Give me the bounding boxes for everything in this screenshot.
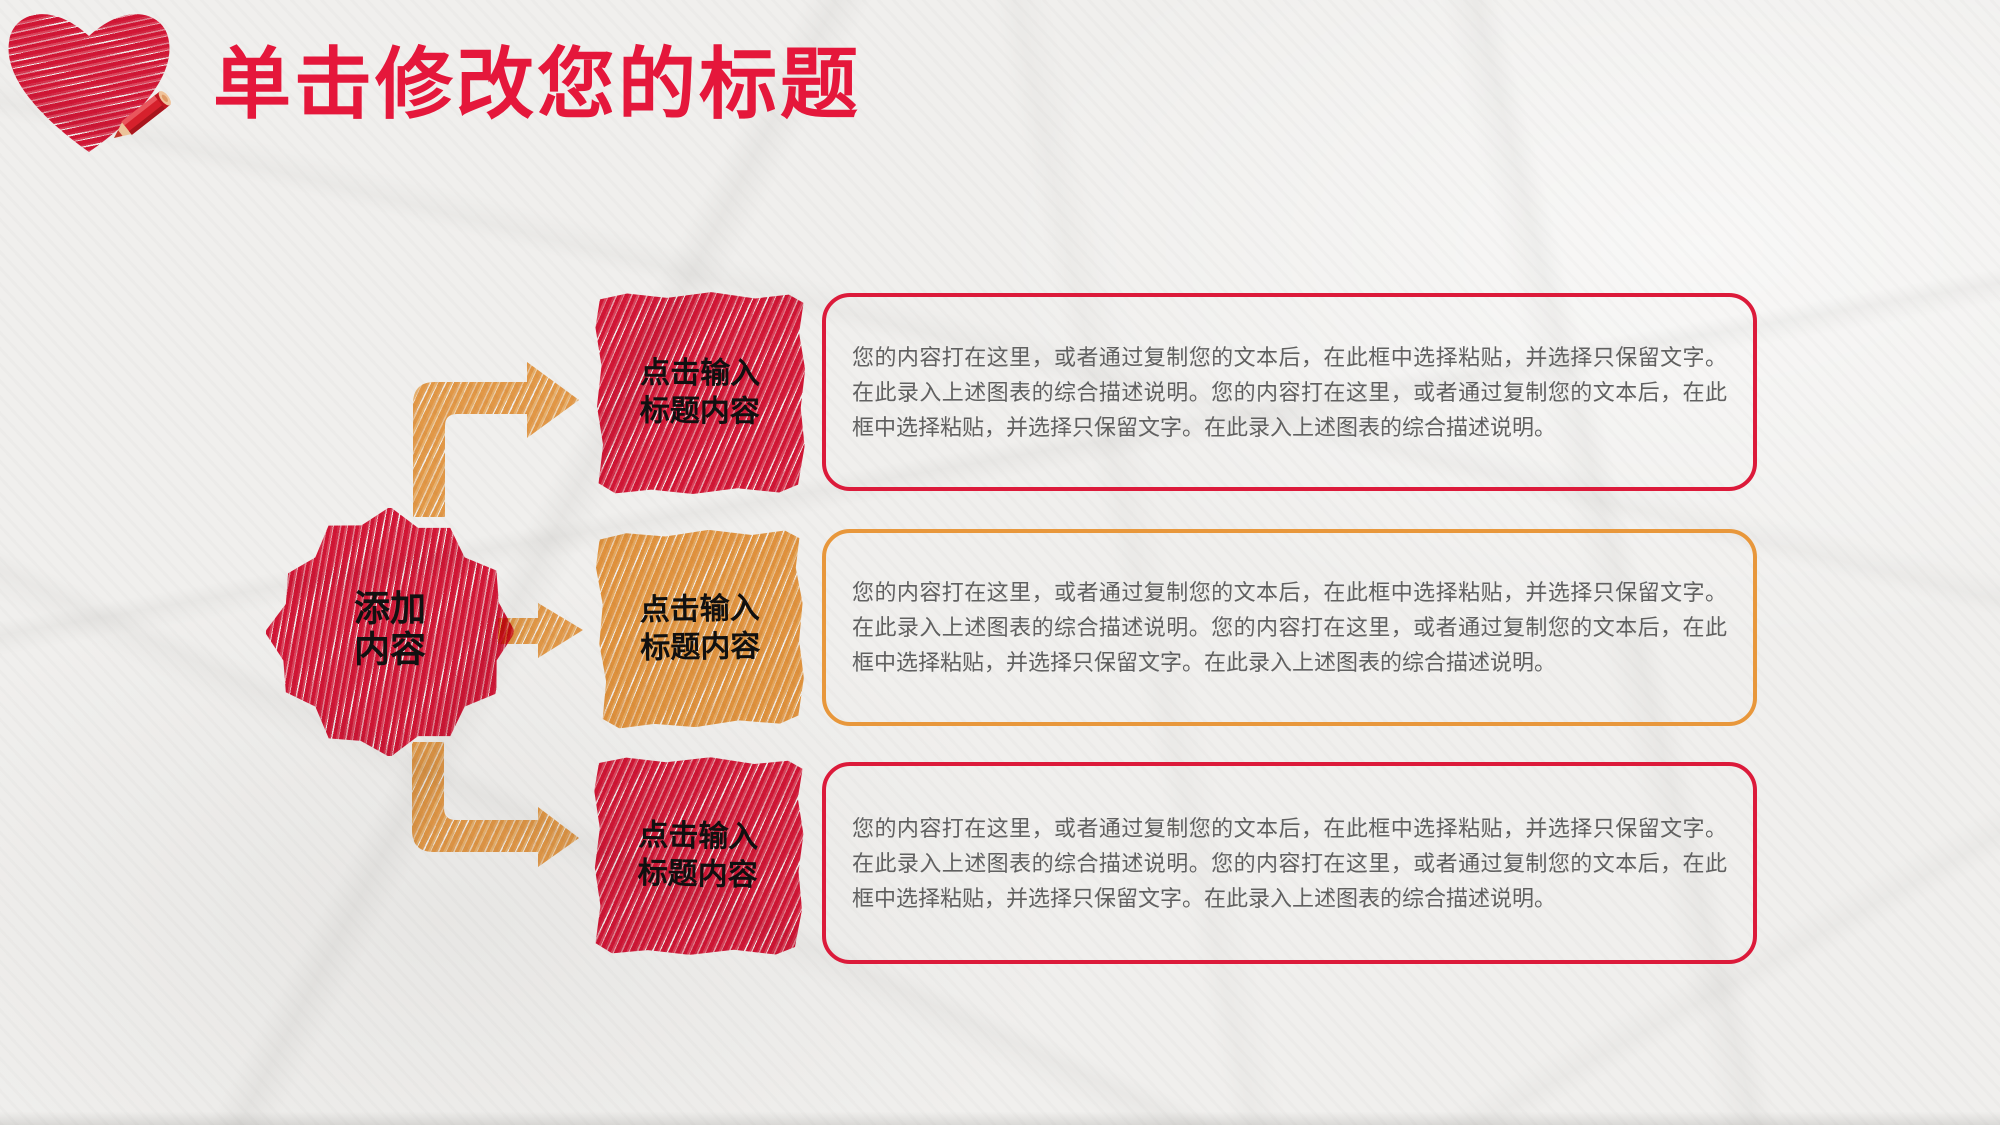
- item-textbox[interactable]: 您的内容打在这里，或者通过复制您的文本后，在此框中选择粘贴，并选择只保留文字。在…: [822, 529, 1757, 726]
- item-heading-tag[interactable]: 点击输入 标题内容: [591, 755, 805, 957]
- pencil-icon: [114, 91, 171, 138]
- center-node-label: 添加 内容: [353, 587, 426, 670]
- item-heading-label: 点击输入 标题内容: [639, 591, 761, 665]
- item-textbox[interactable]: 您的内容打在这里，或者通过复制您的文本后，在此框中选择粘贴，并选择只保留文字。在…: [822, 762, 1757, 964]
- center-node[interactable]: 添加 内容: [266, 508, 514, 756]
- item-heading-tag[interactable]: 点击输入 标题内容: [594, 291, 805, 494]
- slide-title[interactable]: 单击修改您的标题: [213, 40, 862, 128]
- arrow-bottom-icon: [405, 742, 585, 872]
- item-heading-label: 点击输入 标题内容: [637, 818, 759, 893]
- item-body-text: 您的内容打在这里，或者通过复制您的文本后，在此框中选择粘贴，并选择只保留文字。在…: [852, 344, 1727, 440]
- item-heading-label: 点击输入 标题内容: [639, 356, 761, 429]
- item-heading-tag[interactable]: 点击输入 标题内容: [595, 528, 804, 729]
- item-textbox[interactable]: 您的内容打在这里，或者通过复制您的文本后，在此框中选择粘贴，并选择只保留文字。在…: [822, 293, 1757, 491]
- item-body-text: 您的内容打在这里，或者通过复制您的文本后，在此框中选择粘贴，并选择只保留文字。在…: [852, 815, 1727, 911]
- arrow-top-icon: [405, 355, 585, 517]
- item-body-text: 您的内容打在这里，或者通过复制您的文本后，在此框中选择粘贴，并选择只保留文字。在…: [852, 580, 1727, 675]
